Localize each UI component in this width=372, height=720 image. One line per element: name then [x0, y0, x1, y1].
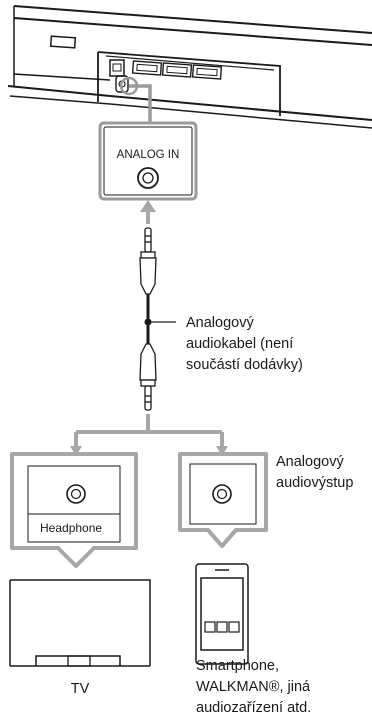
hdmi-port-icon: [191, 64, 223, 80]
branch-connector: [74, 414, 224, 454]
analog-audio-cable: [139, 200, 176, 411]
guide-line-to-panel: [129, 84, 152, 124]
ethernet-port-icon: [109, 59, 125, 77]
cable-plug-bottom: [139, 343, 157, 411]
smartphone-icon: [195, 563, 249, 665]
soundbar-label-plate: [49, 35, 77, 49]
arrow-up-head: [140, 200, 156, 212]
other-devices-label: Smartphone, WALKMAN®, jiná audiozařízení…: [196, 658, 314, 715]
tv-label: TV: [71, 681, 90, 697]
headphone-output-panel: Headphone: [10, 452, 138, 568]
soundbar-rear: [7, 5, 372, 129]
hdmi-port-icon: [131, 60, 163, 76]
soundbar-top-edge-inner: [13, 17, 372, 46]
tv-icon: [9, 579, 151, 667]
cable-plug-top: [139, 227, 157, 295]
audio-output-label: Analogový audiovýstup: [276, 454, 353, 491]
hdmi-port-icon: [161, 62, 193, 78]
jack-panel-recess: [97, 51, 281, 116]
arrow-down-right-icon: [216, 446, 228, 456]
audio-output-panel: [178, 452, 268, 548]
headphone-label: Headphone: [40, 521, 102, 535]
cable-label: Analogový audiokabel (není součástí dodá…: [186, 315, 303, 373]
soundbar-bottom-edge: [7, 85, 372, 121]
analog-in-panel: ANALOG IN: [98, 121, 198, 201]
arrow-down-left-icon: [70, 446, 82, 456]
soundbar-top-edge: [13, 5, 372, 34]
analog-in-label: ANALOG IN: [117, 149, 180, 161]
jack-highlight-ring: [119, 76, 139, 96]
